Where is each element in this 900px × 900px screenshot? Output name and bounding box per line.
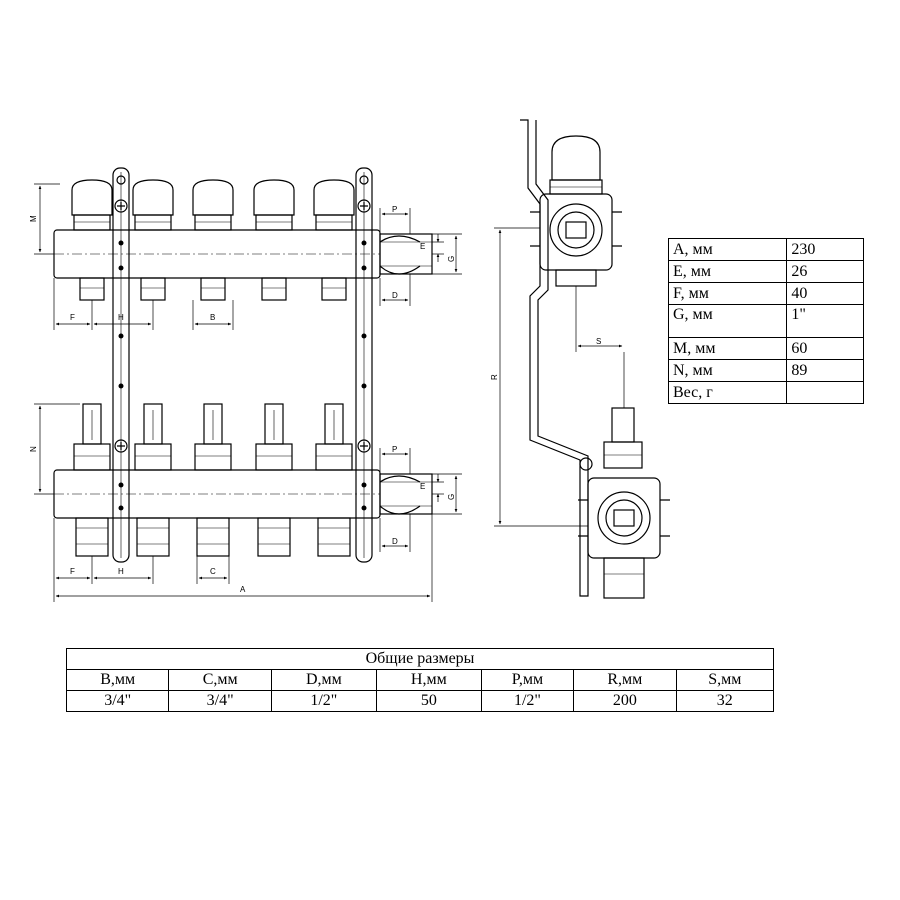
table-row: A, мм 230 xyxy=(667,238,864,261)
label-P-upper: P xyxy=(392,205,397,214)
label-S: S xyxy=(596,337,601,346)
label-B: B xyxy=(210,313,215,322)
value-s: 32 xyxy=(675,690,775,712)
table-title-row: Общие размеры xyxy=(66,648,774,670)
front-dimension-lines xyxy=(34,183,462,602)
table-row: N, мм 89 xyxy=(667,359,864,382)
flow-meters xyxy=(73,403,353,557)
label-F-upper: F xyxy=(70,313,75,322)
left-bracket xyxy=(112,167,130,563)
table-row: M, мм 60 xyxy=(667,337,864,360)
param-name-e: E, мм xyxy=(667,260,788,283)
table-header-row: B,мм C,мм D,мм H,мм P,мм R,мм S,мм xyxy=(65,669,775,691)
param-value-m: 60 xyxy=(786,337,864,360)
param-name-g: G, мм xyxy=(667,304,788,338)
column-header-r: R,мм xyxy=(573,669,677,691)
lower-manifold-bar xyxy=(53,469,433,519)
param-value-n: 89 xyxy=(786,359,864,382)
param-value-f: 40 xyxy=(786,282,864,305)
upper-valve-caps xyxy=(71,179,355,301)
value-h: 50 xyxy=(375,690,482,712)
table-title: Общие размеры xyxy=(66,648,774,670)
value-r: 200 xyxy=(573,690,677,712)
label-C: C xyxy=(210,567,216,576)
param-value-a: 230 xyxy=(786,238,864,261)
label-H-lower: H xyxy=(118,567,124,576)
column-header-b: B,мм xyxy=(65,669,170,691)
param-name-n: N, мм xyxy=(667,359,788,382)
param-name-f: F, мм xyxy=(667,282,788,305)
general-dimensions-table: Общие размеры B,мм C,мм D,мм H,мм P,мм R… xyxy=(65,648,775,712)
parameter-table: A, мм 230 E, мм 26 F, мм 40 G, мм 1" M, … xyxy=(667,238,864,404)
label-G-lower: G xyxy=(447,494,456,500)
value-d: 1/2" xyxy=(270,690,377,712)
table-row: 3/4" 3/4" 1/2" 50 1/2" 200 32 xyxy=(65,690,775,712)
column-header-s: S,мм xyxy=(675,669,775,691)
bracket-holes xyxy=(118,240,367,511)
param-name-m: M, мм xyxy=(667,337,788,360)
right-bracket xyxy=(355,167,373,563)
label-G-upper: G xyxy=(447,256,456,262)
param-value-e: 26 xyxy=(786,260,864,283)
label-E-lower: E xyxy=(420,482,425,491)
param-value-g: 1" xyxy=(786,304,864,338)
bracket-bolts xyxy=(114,199,371,453)
param-name-a: A, мм xyxy=(667,238,788,261)
label-E-upper: E xyxy=(420,242,425,251)
table-row: G, мм 1" xyxy=(667,304,864,338)
value-b: 3/4" xyxy=(65,690,170,712)
param-value-weight xyxy=(786,381,864,404)
value-p: 1/2" xyxy=(480,690,575,712)
table-row: F, мм 40 xyxy=(667,282,864,305)
label-P-lower: P xyxy=(392,445,397,454)
label-N: N xyxy=(29,446,38,452)
parameter-table-body: A, мм 230 E, мм 26 F, мм 40 G, мм 1" M, … xyxy=(667,238,864,404)
label-A: A xyxy=(240,585,246,594)
upper-manifold-bar xyxy=(53,229,433,279)
label-H-upper: H xyxy=(118,313,124,322)
side-bracket xyxy=(520,119,589,597)
label-D-lower: D xyxy=(392,537,398,546)
label-F-lower: F xyxy=(70,567,75,576)
label-M: M xyxy=(29,215,38,222)
table-row: Вес, г xyxy=(667,381,864,404)
dimension-labels: M N F H B F H C A P D E G P D E G R S xyxy=(29,205,601,594)
column-header-h: H,мм xyxy=(375,669,482,691)
label-R: R xyxy=(490,374,499,380)
column-header-c: C,мм xyxy=(168,669,272,691)
label-D-upper: D xyxy=(392,291,398,300)
value-c: 3/4" xyxy=(168,690,272,712)
column-header-p: P,мм xyxy=(480,669,575,691)
param-name-weight: Вес, г xyxy=(667,381,788,404)
column-header-d: D,мм xyxy=(270,669,377,691)
table-row: E, мм 26 xyxy=(667,260,864,283)
side-dimension-lines xyxy=(494,227,625,527)
